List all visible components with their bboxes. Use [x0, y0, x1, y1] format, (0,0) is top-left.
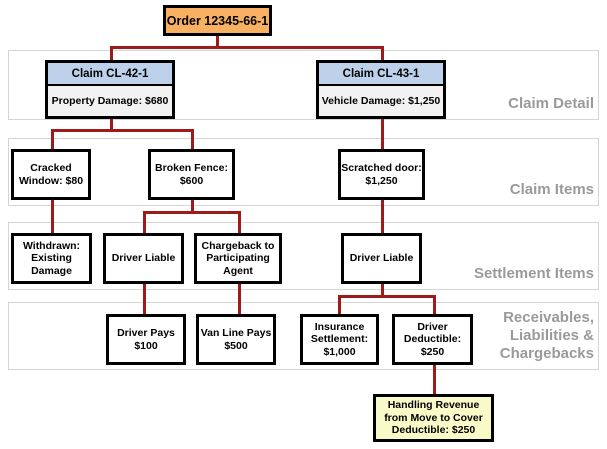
connector-scratched-door-stem [381, 199, 384, 234]
connector-broken-fence-bus [143, 211, 241, 214]
connector-claim42-items-bus [51, 129, 194, 132]
node-driver-pays[interactable]: Driver Pays $100 [106, 314, 186, 365]
connector-broken-fence-stem [191, 199, 194, 211]
connector-claims-bus [110, 46, 384, 49]
node-driver-deductible[interactable]: Driver Deductible: $250 [392, 314, 473, 365]
connector-chargeback-stem [238, 283, 241, 315]
band-label-receivables: Receivables, Liabilities & Chargebacks [499, 309, 594, 362]
connector-broken-fence-drop [191, 129, 194, 150]
node-order[interactable]: Order 12345-66-1 [163, 5, 272, 36]
connector-cracked-window-stem [51, 199, 54, 234]
band-settlement-items [8, 222, 599, 290]
band-receivables [8, 302, 599, 370]
node-claim-cl-42-1[interactable]: Claim CL-42-1 Property Damage: $680 [45, 60, 175, 119]
connector-deductible-drop [433, 295, 436, 315]
claim-43-body: Vehicle Damage: $1,250 [319, 86, 443, 116]
connector-claim43-stem [381, 118, 384, 150]
claim-42-body: Property Damage: $680 [48, 86, 172, 116]
band-label-claim-detail: Claim Detail [508, 95, 594, 112]
connector-receivables-bus [338, 295, 436, 298]
connector-driver-liable1-drop [143, 211, 146, 234]
claim-43-header: Claim CL-43-1 [319, 63, 443, 86]
node-withdrawn-existing-damage[interactable]: Withdrawn: Existing Damage [11, 233, 92, 284]
band-label-claim-items: Claim Items [509, 181, 594, 198]
band-label-settlement-items: Settlement Items [473, 265, 594, 282]
node-chargeback-participating-agent[interactable]: Chargeback to Participating Agent [194, 233, 282, 284]
band-claim-items [8, 138, 599, 206]
connector-claim43-drop [381, 46, 384, 62]
band-claim-detail [8, 50, 599, 120]
node-scratched-door[interactable]: Scratched door: $1,250 [338, 149, 425, 200]
node-claim-cl-43-1[interactable]: Claim CL-43-1 Vehicle Damage: $1,250 [316, 60, 446, 119]
connector-cracked-window-drop [51, 129, 54, 150]
connector-claim42-drop [110, 46, 113, 62]
connector-driver-liable2-stem [381, 283, 384, 295]
node-cracked-window[interactable]: Cracked Window: $80 [11, 149, 91, 200]
connector-insurance-drop [338, 295, 341, 315]
node-broken-fence[interactable]: Broken Fence: $600 [148, 149, 235, 200]
node-insurance-settlement[interactable]: Insurance Settlement: $1,000 [300, 314, 379, 365]
node-driver-liable-vehicle[interactable]: Driver Liable [341, 233, 422, 284]
connector-handling-revenue-stem [433, 363, 436, 395]
connector-claim42-stem [110, 118, 113, 132]
connector-driver-liable1-stem [143, 283, 146, 315]
node-driver-liable-property[interactable]: Driver Liable [103, 233, 184, 284]
connector-chargeback-drop [238, 211, 241, 234]
node-van-line-pays[interactable]: Van Line Pays $500 [196, 314, 276, 365]
claim-42-header: Claim CL-42-1 [48, 63, 172, 86]
node-handling-revenue[interactable]: Handling Revenue from Move to Cover Dedu… [373, 394, 494, 442]
connector-order-stem [216, 35, 219, 49]
